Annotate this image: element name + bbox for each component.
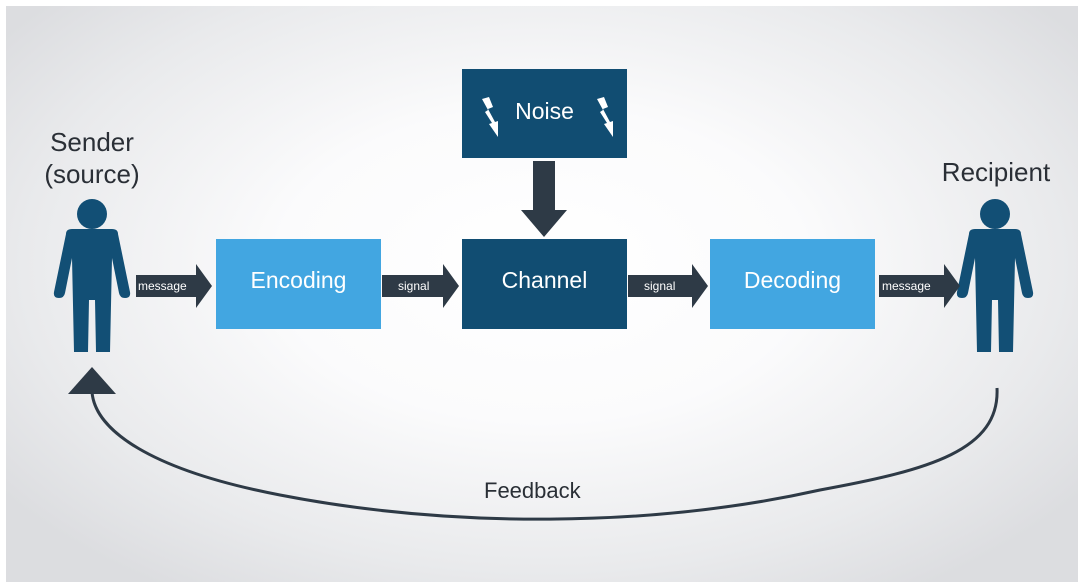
feedback-arrowhead: [68, 367, 116, 394]
recipient-person-icon: [956, 199, 1034, 352]
message-label-left: message: [138, 279, 187, 293]
message-arrow-right: [879, 264, 960, 308]
noise-arrow: [521, 161, 567, 237]
decoding-box: Decoding: [710, 239, 875, 329]
sender-label-line1: Sender: [50, 127, 134, 157]
sender-label-line2: (source): [44, 159, 140, 189]
signal-label-right: signal: [644, 279, 676, 293]
encoding-label: Encoding: [250, 266, 347, 293]
message-arrow-left: [136, 264, 212, 308]
channel-label: Channel: [501, 266, 588, 293]
signal-arrow-right: [628, 264, 708, 308]
noise-box: Noise: [462, 69, 627, 158]
sender-person-icon: [53, 199, 131, 352]
encoding-box: Encoding: [216, 239, 381, 329]
message-label-right: message: [882, 279, 931, 293]
noise-label: Noise: [515, 98, 574, 124]
signal-label-left: signal: [398, 279, 430, 293]
sender-label: Sender (source): [26, 126, 158, 190]
channel-box: Channel: [462, 239, 627, 329]
feedback-arc: [90, 387, 999, 521]
recipient-label: Recipient: [941, 157, 1051, 187]
signal-arrow-left: [382, 264, 459, 308]
decoding-label: Decoding: [743, 266, 842, 293]
feedback-label: Feedback: [484, 478, 581, 503]
